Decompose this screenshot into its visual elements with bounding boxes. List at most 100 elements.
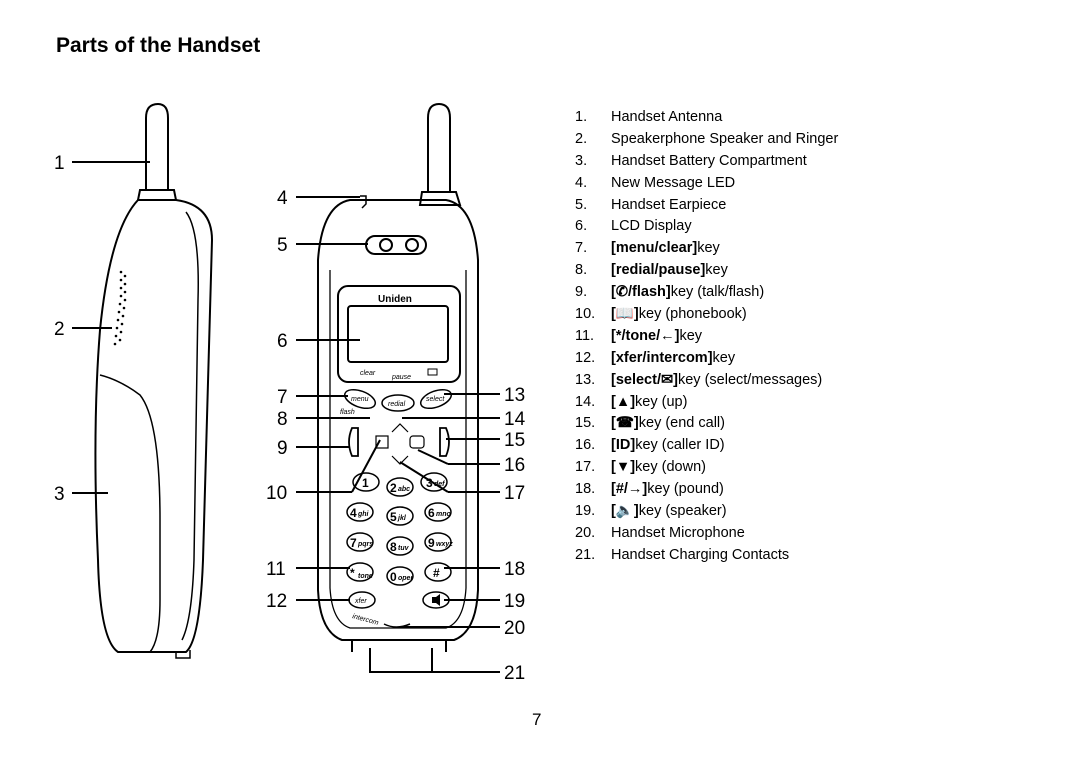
callout-6: 6	[277, 331, 288, 352]
list-item: 1.Handset Antenna	[575, 109, 723, 125]
up-arrow-icon: ▲	[615, 393, 631, 410]
list-item: 2.Speakerphone Speaker and Ringer	[575, 130, 839, 147]
list-item: 19.[🔈] key (speaker)	[575, 501, 838, 523]
list-item: 7.[menu/clear] key	[575, 240, 720, 257]
key-7-letters: pqrs	[357, 541, 373, 548]
key-1[interactable]: 1	[362, 476, 369, 490]
message-icon: ✉	[660, 371, 674, 388]
callout-17: 17	[504, 483, 525, 504]
side-body	[94, 199, 214, 653]
key-2-letters: abc	[398, 486, 410, 493]
list-item: 16.[ID] key (caller ID)	[575, 435, 838, 457]
key-9-letters: wxyz	[436, 541, 453, 548]
list-item: 20.Handset Microphone	[575, 524, 745, 541]
key-9[interactable]: 9	[428, 536, 435, 550]
callout-13: 13	[504, 385, 525, 406]
key-4-letters: ghi	[357, 511, 370, 518]
callout-4: 4	[277, 188, 288, 209]
xfer-key[interactable]: xfer	[354, 598, 367, 605]
key-6-letters: mno	[436, 511, 452, 518]
list-item: 5.Handset Earpiece	[575, 196, 727, 213]
keypad-labels: 1 2 abc 3 def 4 ghi 5 jkl 6 mno 7 pqrs 8…	[350, 476, 453, 584]
down-arrow-icon: ▼	[615, 459, 631, 476]
list-item: 18.[#/→] key (pound)	[575, 479, 838, 501]
key-5-letters: jkl	[397, 515, 407, 522]
front-microphone	[383, 623, 411, 628]
front-body	[317, 199, 479, 641]
callout-9: 9	[277, 438, 288, 459]
key-4[interactable]: 4	[350, 506, 357, 520]
phonebook-icon: 📖	[615, 306, 634, 323]
callout-12: 12	[266, 591, 287, 612]
side-speaker-grille	[113, 270, 127, 346]
list-item: 21.Handset Charging Contacts	[575, 546, 790, 563]
back-arrow-icon: ←	[660, 327, 675, 344]
menu-key[interactable]: menu	[351, 396, 369, 403]
callout-8: 8	[277, 409, 288, 430]
front-antenna	[427, 102, 451, 193]
end-key[interactable]	[439, 427, 450, 457]
key-pound[interactable]: #	[433, 566, 440, 580]
callout-1: 1	[54, 153, 65, 174]
list-item: 17.[▼] key (down)	[575, 457, 838, 479]
nav-cluster	[348, 423, 450, 465]
key-star[interactable]: *	[350, 566, 355, 580]
callout-18: 18	[504, 559, 525, 580]
callout-15: 15	[504, 430, 525, 451]
list-item: 13.[select/✉] key (select/messages)	[575, 370, 838, 392]
redial-key[interactable]: redial	[388, 401, 406, 408]
front-right-callouts	[399, 393, 500, 673]
talk-key[interactable]	[348, 427, 359, 457]
front-charging-contacts	[369, 648, 433, 673]
talk-icon: ✆	[615, 284, 628, 301]
key-8[interactable]: 8	[390, 540, 397, 554]
up-arrow-icon[interactable]	[391, 423, 409, 433]
callout-14: 14	[504, 409, 526, 430]
key-0[interactable]: 0	[390, 570, 397, 584]
down-arrow-icon[interactable]	[391, 455, 409, 465]
callout-21: 21	[504, 663, 525, 684]
list-item: 6.LCD Display	[575, 218, 692, 235]
end-call-icon: ☎	[615, 415, 634, 432]
side-battery-door	[99, 374, 161, 653]
side-view-handset	[94, 102, 214, 659]
list-item: 10.[📖] key (phonebook)	[575, 304, 838, 326]
keypad-shapes	[346, 472, 452, 609]
forward-arrow-icon: →	[627, 481, 643, 498]
speaker-key-icon[interactable]	[432, 594, 440, 606]
key-6[interactable]: 6	[428, 506, 435, 520]
side-callouts	[72, 161, 150, 494]
brand-logo: Uniden	[378, 294, 412, 305]
front-view-handset	[317, 102, 479, 673]
front-inner-trim	[329, 270, 467, 629]
parts-list: 1.Handset Antenna 2.Speakerphone Speaker…	[575, 107, 838, 567]
key-5[interactable]: 5	[390, 510, 397, 524]
caller-id-icon: ID	[615, 437, 631, 454]
select-key[interactable]: select	[426, 396, 445, 403]
callout-20: 20	[504, 618, 525, 639]
callout-19: 19	[504, 591, 525, 612]
caller-id-icon[interactable]	[409, 435, 425, 449]
key-2[interactable]: 2	[390, 481, 397, 495]
list-item: 9.[✆/flash] key (talk/flash)	[575, 282, 838, 304]
key-3[interactable]: 3	[426, 476, 433, 490]
lcd-label-pause: pause	[391, 374, 411, 381]
front-left-callouts	[296, 196, 381, 601]
side-foot	[175, 650, 191, 659]
side-inner-contour	[181, 211, 199, 641]
key-7[interactable]: 7	[350, 536, 357, 550]
key-star-letters: tone	[358, 573, 373, 580]
front-lcd-screen	[347, 305, 449, 363]
callout-16: 16	[504, 455, 525, 476]
intercom-label: intercom	[351, 613, 379, 627]
flash-label: flash	[340, 409, 355, 416]
key-3-letters: def	[434, 481, 445, 488]
page-number: 7	[532, 710, 542, 729]
list-item: 3.Handset Battery Compartment	[575, 152, 807, 169]
page-title: Parts of the Handset	[56, 34, 261, 57]
phonebook-icon[interactable]	[375, 435, 389, 449]
callout-3: 3	[54, 484, 65, 505]
list-item: 11.[*/tone/←] key	[575, 326, 838, 348]
lcd-label-clear: clear	[360, 370, 376, 377]
callout-10: 10	[266, 483, 287, 504]
